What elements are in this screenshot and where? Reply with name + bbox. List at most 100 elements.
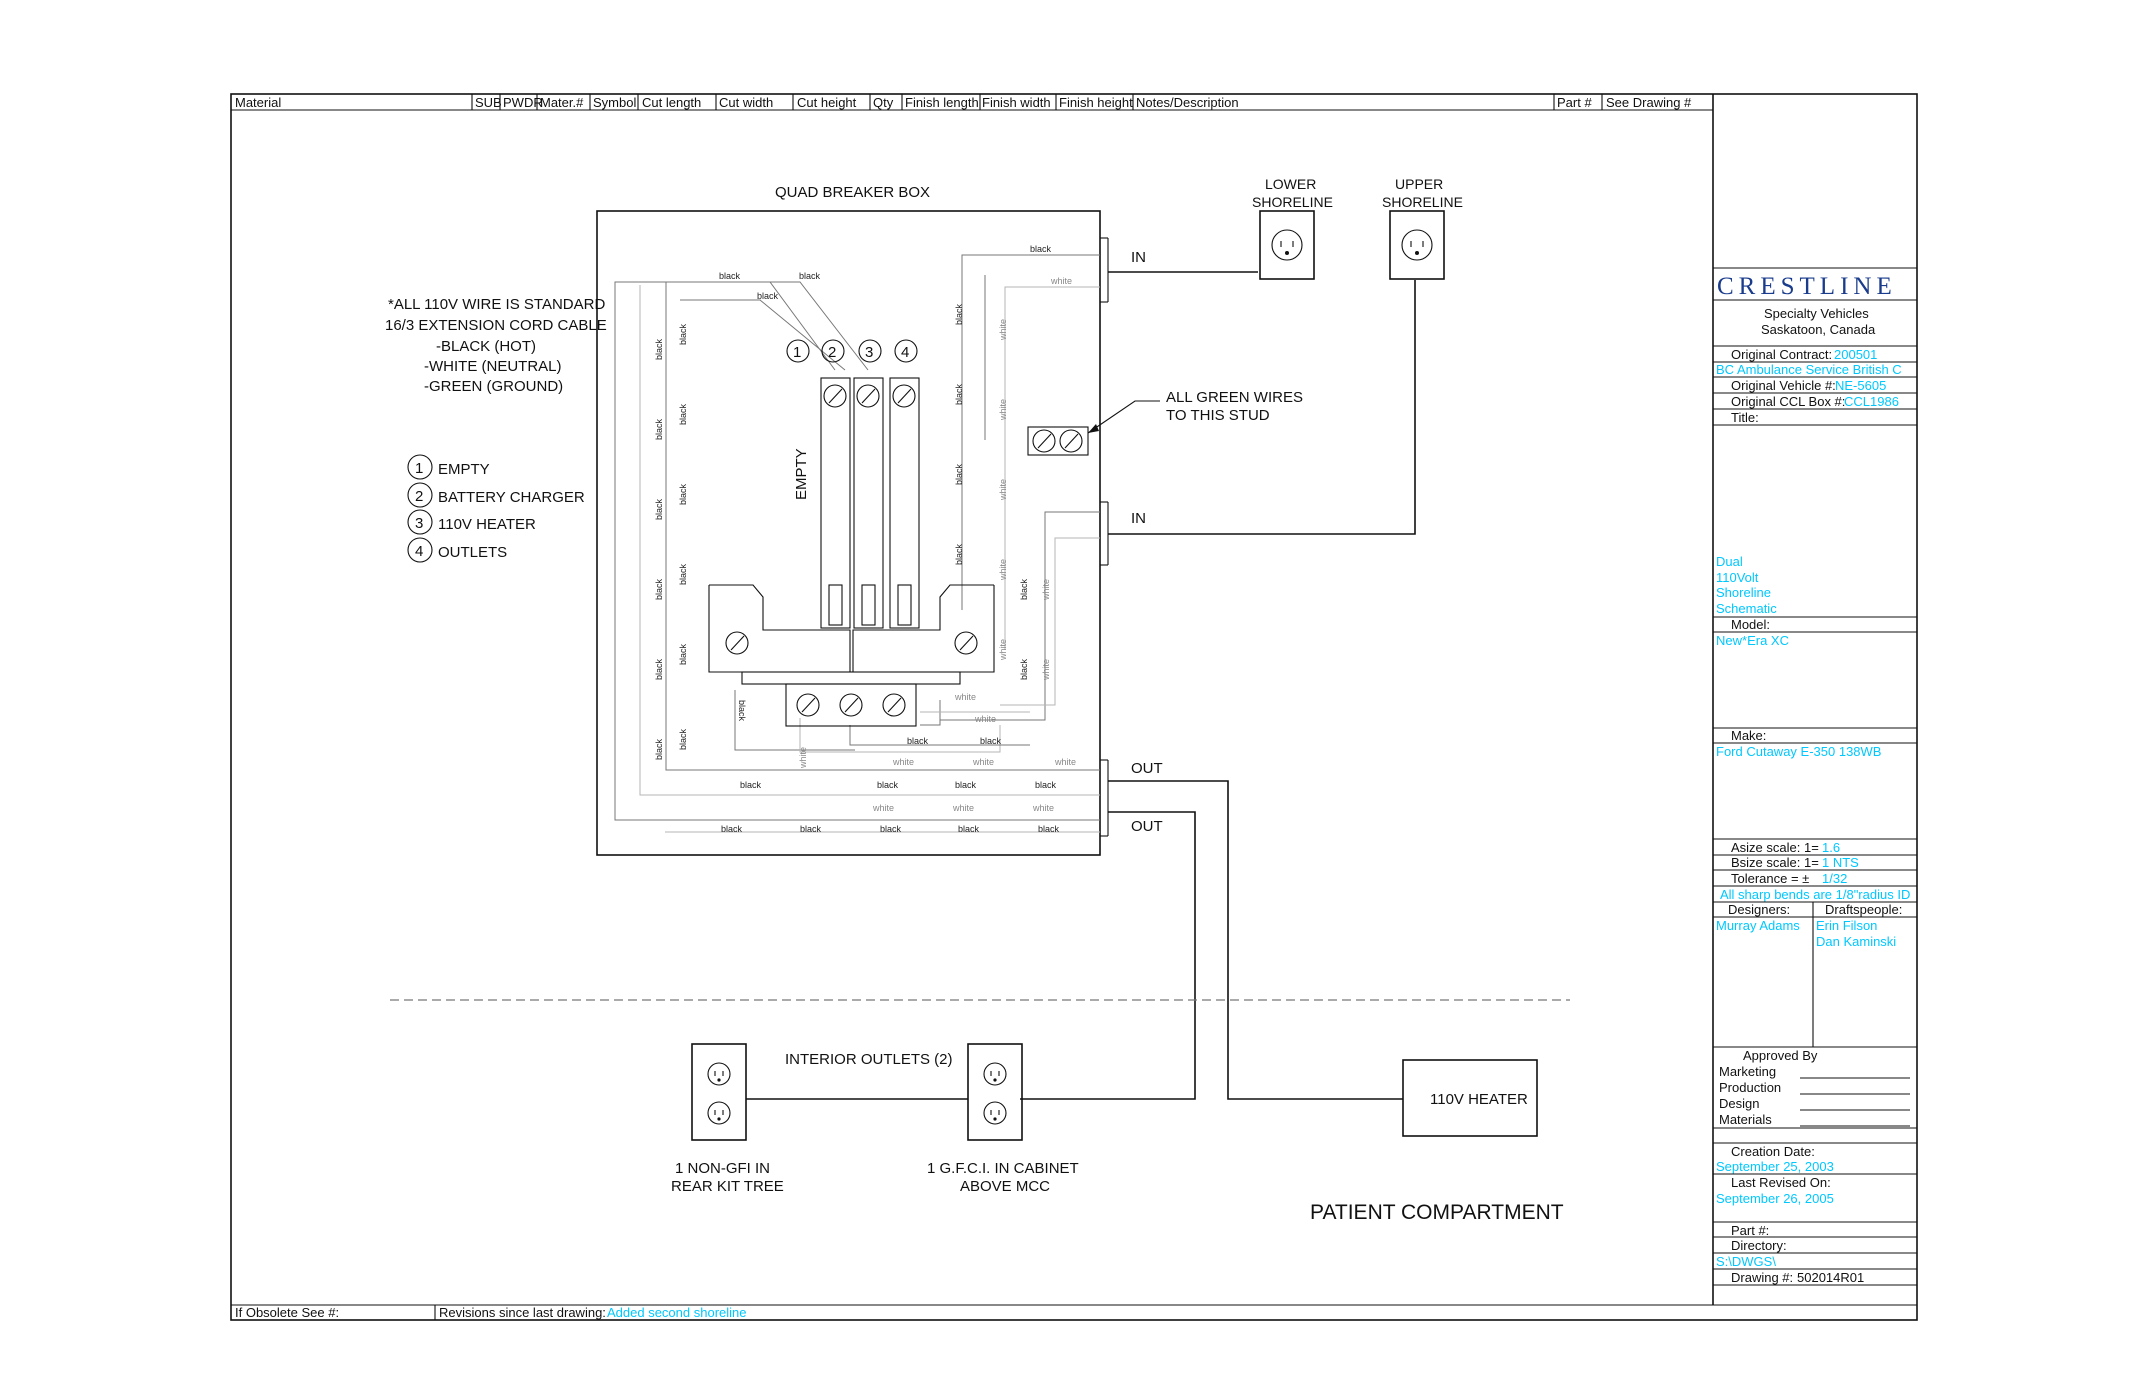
wire-label-black: black [880, 824, 902, 834]
part-number-label: Part #: [1731, 1223, 1769, 1238]
wire-label-white: white [952, 803, 974, 813]
wire-label-black: black [678, 403, 688, 425]
wire-label-black: black [654, 578, 664, 600]
wire-label-black: black [678, 728, 688, 750]
patient-compartment-label: PATIENT COMPARTMENT [1310, 1201, 1564, 1224]
header-col-finish-length: Finish length [905, 95, 979, 110]
wire-label-black: black [740, 780, 762, 790]
title-block [1713, 267, 1917, 1286]
crestline-logo: CRESTLINE [1717, 273, 1897, 300]
title-line-3: Shoreline [1716, 585, 1771, 600]
draftsperson-1: Erin Filson [1816, 918, 1877, 933]
wire-label-black: black [737, 700, 747, 722]
make-value: Ford Cutaway E-350 138WB [1716, 744, 1881, 759]
lower-shoreline-receptacle [1259, 210, 1315, 280]
legend-label-3: 110V HEATER [438, 516, 536, 533]
drawing-frame [230, 93, 1918, 1321]
header-col-qty: Qty [873, 95, 894, 110]
wire-label-black: black [678, 643, 688, 665]
wire-label-black: black [1019, 658, 1029, 680]
wire-label-black: black [877, 780, 899, 790]
header-col-part: Part # [1557, 95, 1592, 110]
in-label-upper: IN [1131, 510, 1146, 527]
original-ccl-label: Original CCL Box #: [1731, 394, 1845, 409]
lower-shoreline-label-1: LOWER [1265, 176, 1316, 192]
title-label: Title: [1731, 410, 1759, 425]
header-column-dividers [471, 94, 1603, 110]
breaker-number-2: 2 [828, 344, 836, 361]
wire-label-black: black [954, 303, 964, 325]
wire-label-black: black [1038, 824, 1060, 834]
company-line-1: Specialty Vehicles [1764, 306, 1869, 321]
original-contract-value: 200501 [1834, 347, 1877, 362]
wire-label-black: black [800, 824, 822, 834]
wire-label-white: white [1054, 757, 1076, 767]
wire-label-white: white [998, 479, 1008, 501]
box-terminal-stubs [1100, 237, 1109, 837]
tolerance-label: Tolerance = ± [1731, 871, 1809, 886]
draftspeople-label: Draftspeople: [1825, 902, 1902, 917]
wire-label-black: black [1019, 578, 1029, 600]
bends-note: All sharp bends are 1/8"radius ID [1720, 887, 1910, 902]
wire-note-line2: 16/3 EXTENSION CORD CABLE [385, 317, 607, 334]
original-ccl-value: CCL1986 [1844, 394, 1899, 409]
wire-label-white: white [798, 747, 808, 769]
wire-label-black: black [654, 418, 664, 440]
header-col-sub: SUB [475, 95, 502, 110]
breaker-legend: 1 EMPTY 2 BATTERY CHARGER 3 110V HEATER … [407, 454, 585, 563]
external-feed-lines [746, 271, 1416, 1100]
header-col-finish-width: Finish width [982, 95, 1051, 110]
company-line-2: Saskatoon, Canada [1761, 322, 1876, 337]
wire-note-line3: -BLACK (HOT) [436, 338, 536, 355]
tolerance-value: 1/32 [1822, 871, 1847, 886]
wire-label-black: black [721, 824, 743, 834]
wire-label-black: black [907, 736, 929, 746]
wire-label-white: white [954, 692, 976, 702]
directory-value: S:\DWGS\ [1716, 1254, 1776, 1269]
breaker-number-3: 3 [865, 344, 873, 361]
upper-shoreline-label-1: UPPER [1395, 176, 1443, 192]
last-revised-label: Last Revised On: [1731, 1175, 1831, 1190]
wire-label-white: white [998, 319, 1008, 341]
rear-kit-outlet-note-2: REAR KIT TREE [671, 1178, 784, 1195]
wire-note-line1: *ALL 110V WIRE IS STANDARD [388, 296, 605, 313]
directory-label: Directory: [1731, 1238, 1787, 1253]
quad-breaker-box [596, 210, 1101, 856]
heater-box [1402, 1059, 1538, 1137]
approval-marketing: Marketing [1719, 1064, 1776, 1079]
header-row: Material SUB PWDR Mater.# Symbol Cut len… [235, 95, 1692, 110]
wire-label-white: white [974, 714, 996, 724]
drawing-number-label: Drawing #: [1731, 1270, 1793, 1285]
header-col-cut-height: Cut height [797, 95, 857, 110]
wire-label-white: white [1032, 803, 1054, 813]
wire-label-black: black [958, 824, 980, 834]
creation-date-label: Creation Date: [1731, 1144, 1815, 1159]
wire-label-white: white [1041, 659, 1051, 681]
empty-slot-label: EMPTY [793, 448, 810, 500]
wire-label-black: black [678, 323, 688, 345]
wire-labels: black black black black white black blac… [654, 244, 1076, 834]
wire-note-line4: -WHITE (NEUTRAL) [424, 358, 562, 375]
obsolete-label: If Obsolete See #: [235, 1305, 339, 1320]
header-col-cut-length: Cut length [642, 95, 701, 110]
title-line-2: 110Volt [1716, 570, 1759, 585]
approval-design: Design [1719, 1096, 1759, 1111]
wire-label-black: black [954, 463, 964, 485]
wire-label-white: white [1041, 579, 1051, 601]
wire-label-black: black [954, 543, 964, 565]
wire-label-white: white [998, 639, 1008, 661]
asize-label: Asize scale: 1= [1731, 840, 1819, 855]
bsize-label: Bsize scale: 1= [1731, 855, 1819, 870]
wire-label-black: black [654, 498, 664, 520]
approval-signature-lines [1800, 1077, 1910, 1127]
ground-stud [1027, 400, 1160, 456]
header-col-see-drawing: See Drawing # [1606, 95, 1692, 110]
breaker-slots [820, 377, 920, 629]
revisions-value: Added second shoreline [607, 1305, 747, 1320]
make-label: Make: [1731, 728, 1766, 743]
cabinet-outlet-note-2: ABOVE MCC [960, 1178, 1050, 1195]
approved-by-label: Approved By [1743, 1048, 1818, 1063]
last-revised-value: September 26, 2005 [1716, 1191, 1834, 1206]
wire-label-black: black [678, 483, 688, 505]
